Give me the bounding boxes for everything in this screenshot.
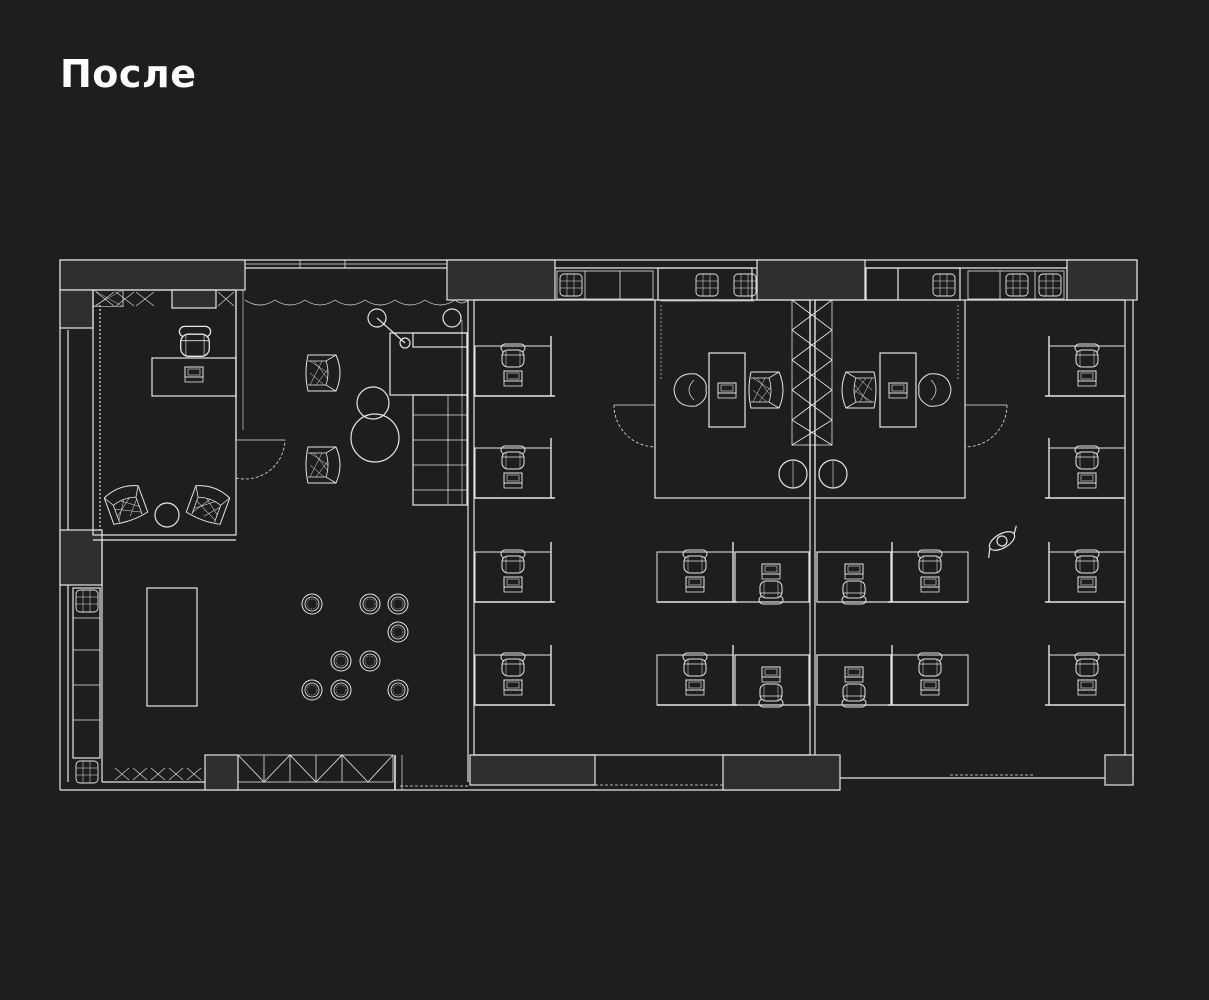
armchair-icon xyxy=(185,481,232,527)
desk-icon xyxy=(734,551,810,708)
monitor-icon xyxy=(717,382,737,399)
monitor-icon xyxy=(184,366,204,383)
director-office xyxy=(92,289,286,541)
armchair-icon xyxy=(841,371,877,409)
storage-cabinet-icon xyxy=(791,299,833,446)
open-space-right xyxy=(814,299,1125,755)
door-icon xyxy=(613,404,656,448)
outer-walls xyxy=(59,259,1138,791)
door-icon xyxy=(964,404,1008,448)
desk-icon xyxy=(708,352,746,428)
door-icon xyxy=(235,439,286,480)
window-bottom xyxy=(400,774,1035,787)
floor-lamp-icon xyxy=(367,308,462,349)
office-chair-icon xyxy=(918,373,952,407)
lounge xyxy=(244,299,469,782)
armchair-icon xyxy=(748,371,784,409)
round-table-icon xyxy=(350,413,400,463)
armchair-icon xyxy=(178,325,212,358)
desk-icon xyxy=(816,551,892,708)
open-space-left xyxy=(473,299,811,756)
stool-icon xyxy=(301,593,409,701)
desk-icon xyxy=(146,587,198,707)
meeting-room xyxy=(72,540,409,790)
conference-room-right xyxy=(814,267,1008,499)
storage-cabinet-icon xyxy=(237,754,394,783)
structural-columns xyxy=(59,259,1138,791)
monitor-icon xyxy=(888,382,908,399)
round-table-icon xyxy=(154,502,180,528)
armchair-icon xyxy=(305,354,341,392)
round-table-icon xyxy=(356,386,390,420)
desk-icon xyxy=(151,357,237,397)
conference-room-left xyxy=(613,267,811,499)
sofa-icon xyxy=(389,332,468,506)
storage-cabinet-icon xyxy=(556,270,1065,300)
window-top-lounge xyxy=(245,260,447,268)
desk-icon xyxy=(879,352,917,428)
sofa-icon xyxy=(72,587,101,759)
person-icon xyxy=(988,525,1017,558)
office-chair-icon xyxy=(673,373,707,407)
page-title: После xyxy=(60,52,197,96)
armchair-icon xyxy=(102,481,149,527)
armchair-icon xyxy=(305,446,341,484)
